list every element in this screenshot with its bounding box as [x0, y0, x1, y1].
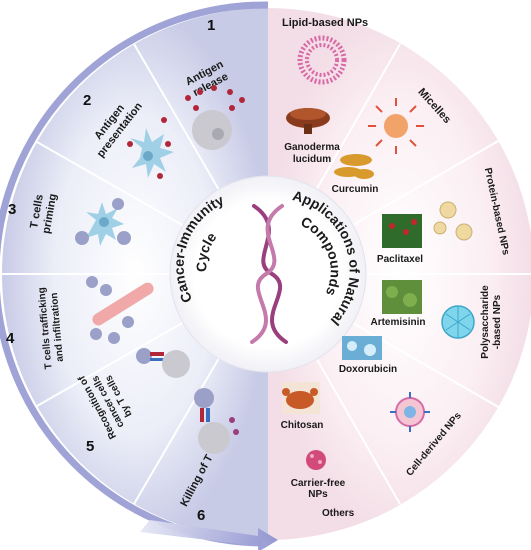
liposome-icon: [297, 35, 347, 85]
doxorubicin-icon: [342, 336, 382, 360]
dna-helix-icon: [250, 204, 288, 344]
artemisinin-section: Artemisinin: [370, 280, 426, 328]
lipid-based-nps-section: Lipid-based NPs: [282, 17, 368, 85]
cell-derived-nanoparticle-icon: [390, 392, 430, 432]
polysaccharide-label-line1: Polysaccharide: [480, 285, 491, 359]
step-3-label-line1: T cells: [28, 194, 46, 230]
others-section: Others: [322, 508, 355, 519]
ganoderma-label-line1: Ganoderma: [284, 142, 340, 153]
chitosan-crab-icon: [282, 382, 320, 414]
paclitaxel-plant-icon: [382, 214, 422, 248]
artemisinin-label: Artemisinin: [370, 317, 425, 328]
curcumin-section: Curcumin: [332, 154, 379, 195]
ganoderma-label-line2: lucidum: [293, 154, 331, 165]
curcumin-root-icon: [334, 154, 374, 179]
micelle-icon: [368, 98, 424, 154]
paclitaxel-section: Paclitaxel: [377, 214, 423, 265]
center-hub: Cancer-Immunity Cycle Applications of Na…: [169, 175, 367, 373]
carrier-free-nps-section: Carrier-free NPs: [291, 450, 346, 500]
step-4-number: 4: [6, 330, 15, 347]
paclitaxel-label: Paclitaxel: [377, 254, 423, 265]
curcumin-label: Curcumin: [332, 184, 379, 195]
chitosan-section: Chitosan: [281, 382, 324, 431]
carrier-free-label-line2: NPs: [308, 489, 328, 500]
ganoderma-section: Ganoderma lucidum: [284, 108, 340, 165]
lipid-based-nps-label: Lipid-based NPs: [282, 17, 368, 29]
step-3-number: 3: [8, 201, 16, 218]
t-cell-recognition-icon: [136, 348, 190, 378]
step-2-number: 2: [83, 92, 91, 109]
blood-vessel-icon: [86, 276, 154, 344]
dying-tumor-cell-icon: [185, 85, 245, 150]
t-cell-priming-icon: [75, 198, 131, 246]
others-label: Others: [322, 508, 355, 519]
cycle-arrow: [0, 1, 278, 550]
carrier-free-nanoparticle-icon: [306, 450, 326, 470]
artemisinin-plant-icon: [382, 280, 422, 314]
protein-nanoparticle-icon: [433, 201, 473, 241]
doxorubicin-section: Doxorubicin: [339, 336, 397, 375]
carrier-free-label-line1: Carrier-free: [291, 478, 346, 489]
polysaccharide-nps-section: Polysaccharide -based NPs: [441, 285, 503, 359]
polysaccharide-label-line2: -based NPs: [492, 294, 503, 349]
polysaccharide-nanoparticle-icon: [441, 305, 475, 339]
step-5-number: 5: [86, 438, 94, 455]
chitosan-label: Chitosan: [281, 420, 324, 431]
ganoderma-mushroom-icon: [286, 108, 330, 134]
step-1-number: 1: [207, 17, 215, 34]
t-cell-killing-icon: [194, 388, 239, 454]
dendritic-cell-icon: [127, 117, 174, 179]
step-4-t-cells-trafficking: 4 T cells trafficking and infiltration: [6, 276, 154, 370]
doxorubicin-label: Doxorubicin: [339, 364, 397, 375]
step-6-number: 6: [197, 507, 205, 524]
